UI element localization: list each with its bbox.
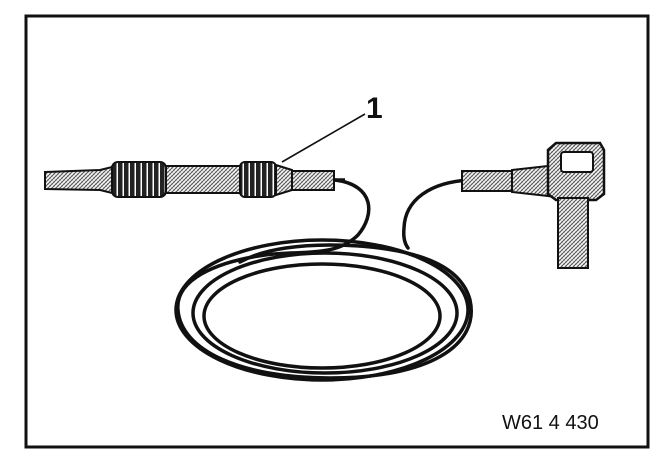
probe-grip-ribs: [111, 161, 167, 198]
cable-coil: [174, 178, 473, 382]
connector-sleeve: [275, 163, 293, 197]
figure-code: W61 4 430: [502, 412, 599, 434]
probe-barrel: [165, 165, 241, 194]
clip-sleeve: [461, 170, 513, 192]
clip-head-window: [560, 151, 594, 173]
figure-frame: [24, 14, 650, 449]
left-probe-connector: [44, 161, 345, 198]
callout-leader-1: [281, 113, 366, 163]
probe-tip: [44, 165, 113, 195]
clip-handle: [557, 197, 589, 269]
right-clip-connector: [461, 141, 606, 269]
connector-rear-sleeve: [291, 170, 335, 191]
callout-label-1: 1: [366, 92, 383, 125]
connector-ribs: [239, 161, 277, 198]
